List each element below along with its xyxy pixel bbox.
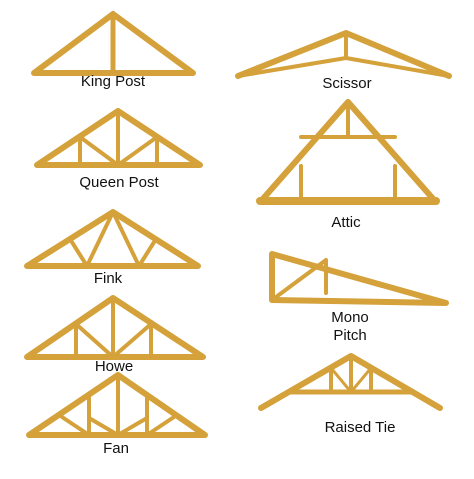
fink-truss: [24, 209, 201, 269]
scissor-truss: [235, 30, 452, 79]
label-raised-tie: Raised Tie: [324, 419, 396, 436]
label-king-post: King Post: [80, 73, 146, 90]
label-mono-pitch: Mono Pitch: [331, 309, 369, 344]
attic-truss: [256, 99, 440, 205]
mono-pitch-truss: [269, 251, 449, 306]
label-fink: Fink: [93, 270, 123, 287]
label-fan: Fan: [103, 440, 129, 457]
queen-post-truss: [34, 108, 203, 168]
label-scissor: Scissor: [322, 75, 372, 92]
howe-truss: [24, 295, 206, 360]
label-howe: Howe: [94, 358, 134, 375]
fan-truss: [26, 372, 208, 438]
label-attic: Attic: [331, 214, 361, 231]
king-post-truss: [31, 11, 196, 76]
raised-tie-truss: [258, 353, 443, 411]
label-queen-post: Queen Post: [79, 174, 159, 191]
